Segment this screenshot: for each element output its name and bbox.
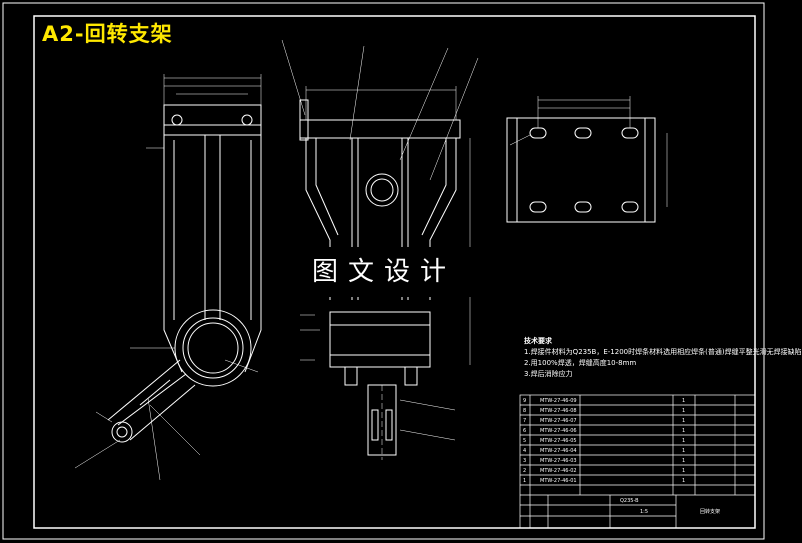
cad-drawing: 9MTW-27-46-0918MTW-27-46-0817MTW-27-46-0… [2, 2, 765, 540]
table-cell: 6 [523, 428, 526, 434]
table-cell: 7 [523, 418, 526, 424]
table-cell: MTW-27-46-03 [540, 458, 577, 464]
table-cell: 1 [682, 448, 685, 454]
notes-line: 2.用100%焊透，焊缝高度10-8mm [524, 359, 637, 367]
notes-line: 1.焊接件材料为Q235B，E-1200时焊条材料选用相应焊条(普通)焊缝平整光… [524, 348, 802, 356]
table-cell: MTW-27-46-08 [540, 408, 577, 414]
table-cell: 2 [523, 468, 526, 474]
table-cell: MTW-27-46-05 [540, 438, 577, 444]
table-cell: MTW-27-46-02 [540, 468, 577, 474]
table-cell: MTW-27-46-09 [540, 398, 577, 404]
table-cell: 1 [682, 418, 685, 424]
technical-notes: 技术要求 1.焊接件材料为Q235B，E-1200时焊条材料选用相应焊条(普通)… [524, 336, 802, 380]
table-cell: 1 [682, 458, 685, 464]
table-cell: MTW-27-46-04 [540, 448, 577, 454]
table-cell: MTW-27-46-07 [540, 418, 577, 424]
watermark: 图文设计 [289, 247, 479, 297]
table-cell: 1 [682, 468, 685, 474]
table-cell: 5 [523, 438, 526, 444]
title-block-drawing-no: Q235-B [620, 498, 639, 504]
table-cell: 8 [523, 408, 526, 414]
table-cell: MTW-27-46-01 [540, 478, 577, 484]
table-cell: 1 [682, 408, 685, 414]
table-cell: 1 [682, 398, 685, 404]
table-cell: 9 [523, 398, 526, 404]
table-cell: 4 [523, 448, 526, 454]
outer-frame [2, 2, 765, 540]
table-cell: MTW-27-46-06 [540, 428, 577, 434]
table-cell: 1 [523, 478, 526, 484]
front-view-arm [74, 74, 262, 481]
notes-line: 3.焊后消除应力 [524, 370, 573, 378]
table-cell: 1 [682, 438, 685, 444]
table-cell: 1 [682, 428, 685, 434]
title-block-scale: 1:5 [640, 509, 648, 515]
title-block-name: 回转支架 [700, 508, 720, 515]
top-view-plate [506, 96, 668, 223]
table-cell: 3 [523, 458, 526, 464]
drawing-title: A2-回转支架 [42, 22, 173, 46]
table-cell: 1 [682, 478, 685, 484]
notes-heading: 技术要求 [524, 337, 552, 345]
parts-table [519, 394, 756, 529]
inner-frame [33, 15, 756, 529]
